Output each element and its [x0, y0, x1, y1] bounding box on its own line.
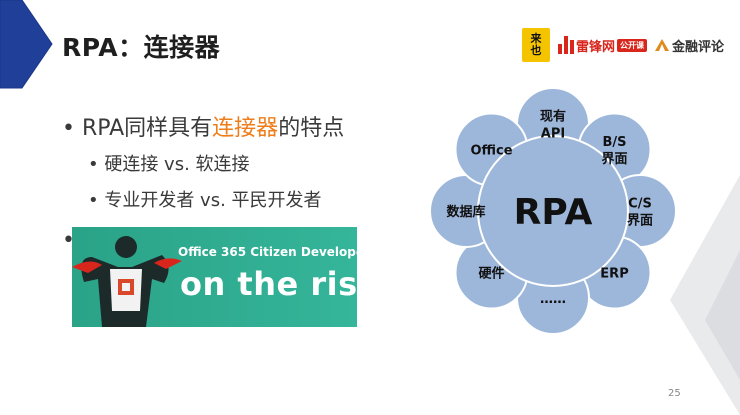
banner-line-2: on the rise — [180, 265, 357, 303]
leifeng-logo: 雷锋网 公开课 — [557, 36, 647, 55]
diagram-node-label: 界面 — [602, 151, 628, 167]
diagram-node-label: 数据库 — [446, 204, 485, 220]
diagram-node-label: 硬件 — [478, 266, 504, 282]
slide-title: RPA：连接器 — [62, 33, 221, 62]
diagram-center-circle — [477, 135, 629, 287]
diagram-node-label: ERP — [600, 267, 628, 282]
bullet-highlight: 连接器 — [212, 116, 279, 141]
diagram-node-label: Office — [470, 143, 512, 158]
diagram-node-label: API — [541, 127, 565, 142]
bullet-third: • — [62, 228, 75, 253]
office365-banner-image: Office 365 Citizen Developers on the ris… — [72, 227, 357, 327]
diagram-node-label: …… — [540, 292, 566, 307]
diagram-node-label: 界面 — [627, 213, 653, 229]
laiye-logo: 来 也 — [521, 28, 550, 62]
jinrong-triangle-icon — [654, 39, 669, 51]
slide-right-decoration — [670, 175, 740, 415]
diagram-node-label: C/S — [628, 197, 652, 212]
logo-bar: 来 也 雷锋网 公开课 金融评论 — [521, 28, 724, 62]
diagram-center-label: RPA — [514, 192, 593, 233]
slide-chevron-decoration — [0, 0, 53, 89]
diagram-node-label: B/S — [603, 135, 627, 150]
diagram-node-label: 现有 — [540, 109, 566, 125]
jinrong-logo: 金融评论 — [654, 36, 724, 55]
superhero-figure-icon — [72, 236, 182, 327]
leifeng-bars-icon — [557, 36, 574, 54]
banner-line-1: Office 365 Citizen Developers — [178, 245, 357, 259]
bullet-sub-1: • 硬连接 vs. 软连接 — [88, 154, 250, 175]
bullet-main: • RPA同样具有连接器的特点 — [62, 116, 345, 141]
page-number: 25 — [668, 388, 681, 399]
bullet-sub-2: • 专业开发者 vs. 平民开发者 — [88, 190, 322, 211]
